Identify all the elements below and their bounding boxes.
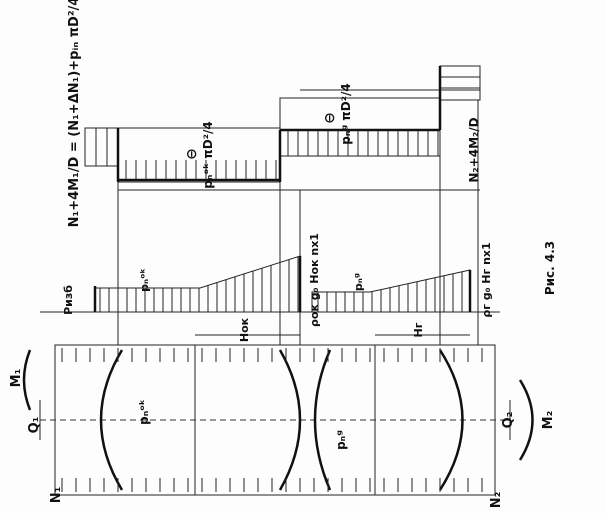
ok-front-dome — [99, 349, 124, 491]
g-rear-dome — [438, 349, 464, 491]
minus-sign-icon: ⊖ — [184, 148, 200, 160]
q2-label: Q₂ — [501, 412, 516, 429]
n1-bar — [84, 127, 119, 167]
figure-caption: Рис. 4.3 — [543, 241, 557, 295]
n1-label: N₁ — [49, 487, 64, 504]
g-hydro-label: ρг g₀ Hг nx1 — [480, 242, 493, 317]
end-loads: M₁ Q₁ N₁ M₂ Q₂ N₂ — [9, 349, 556, 509]
g-tank-pressure-label: pₙᵍ — [334, 430, 348, 450]
g-front-dome — [313, 349, 332, 491]
q1-label: Q₁ — [27, 417, 42, 434]
m1-label: M₁ — [9, 369, 24, 388]
tank: Hок Hг pₙᵒᵏ pₙᵍ — [40, 317, 510, 496]
p-excess-label: Pизб — [62, 285, 75, 315]
right-force-label: N₂+4M₂/D — [467, 117, 481, 182]
m2-label: M₂ — [541, 411, 556, 430]
pressure-diagram: Pизб pₙᵒᵏ ρок g₀ Hок nx1 pₙᵍ ρг g₀ Hг nx… — [40, 233, 500, 327]
ok-pressure-label: pₙᵒᵏ — [138, 268, 151, 292]
axial-force-diagram: N₁+4M₁/D = (N₁+ΔN₁)+pᵢₙ πD²/4 pₙᵒᵏ πD²/4… — [67, 0, 481, 227]
ok-pressure-area — [94, 255, 301, 313]
minus-sign-icon: ⊖ — [322, 112, 338, 124]
m2-arrow-icon — [518, 379, 534, 461]
ok-rear-dome — [278, 349, 302, 491]
left-force-formula: N₁+4M₁/D = (N₁+ΔN₁)+pᵢₙ πD²/4 — [67, 0, 82, 227]
h-g-label: Hг — [412, 322, 425, 337]
ok-tank-pressure-label: pₙᵒᵏ — [137, 399, 151, 425]
ok-force-label: pₙᵒᵏ πD²/4 — [201, 121, 215, 188]
h-ok-label: Hок — [238, 317, 251, 342]
g-pressure-label: pₙᵍ — [352, 273, 365, 291]
g-force-block — [279, 97, 441, 157]
n2-bar — [439, 65, 481, 101]
ok-hydro-label: ρок g₀ Hок nx1 — [308, 233, 321, 327]
g-force-label: pₙᵍ πD²/4 — [339, 83, 353, 144]
n2-label: N₂ — [489, 492, 504, 509]
m1-arrow-icon — [22, 349, 32, 411]
